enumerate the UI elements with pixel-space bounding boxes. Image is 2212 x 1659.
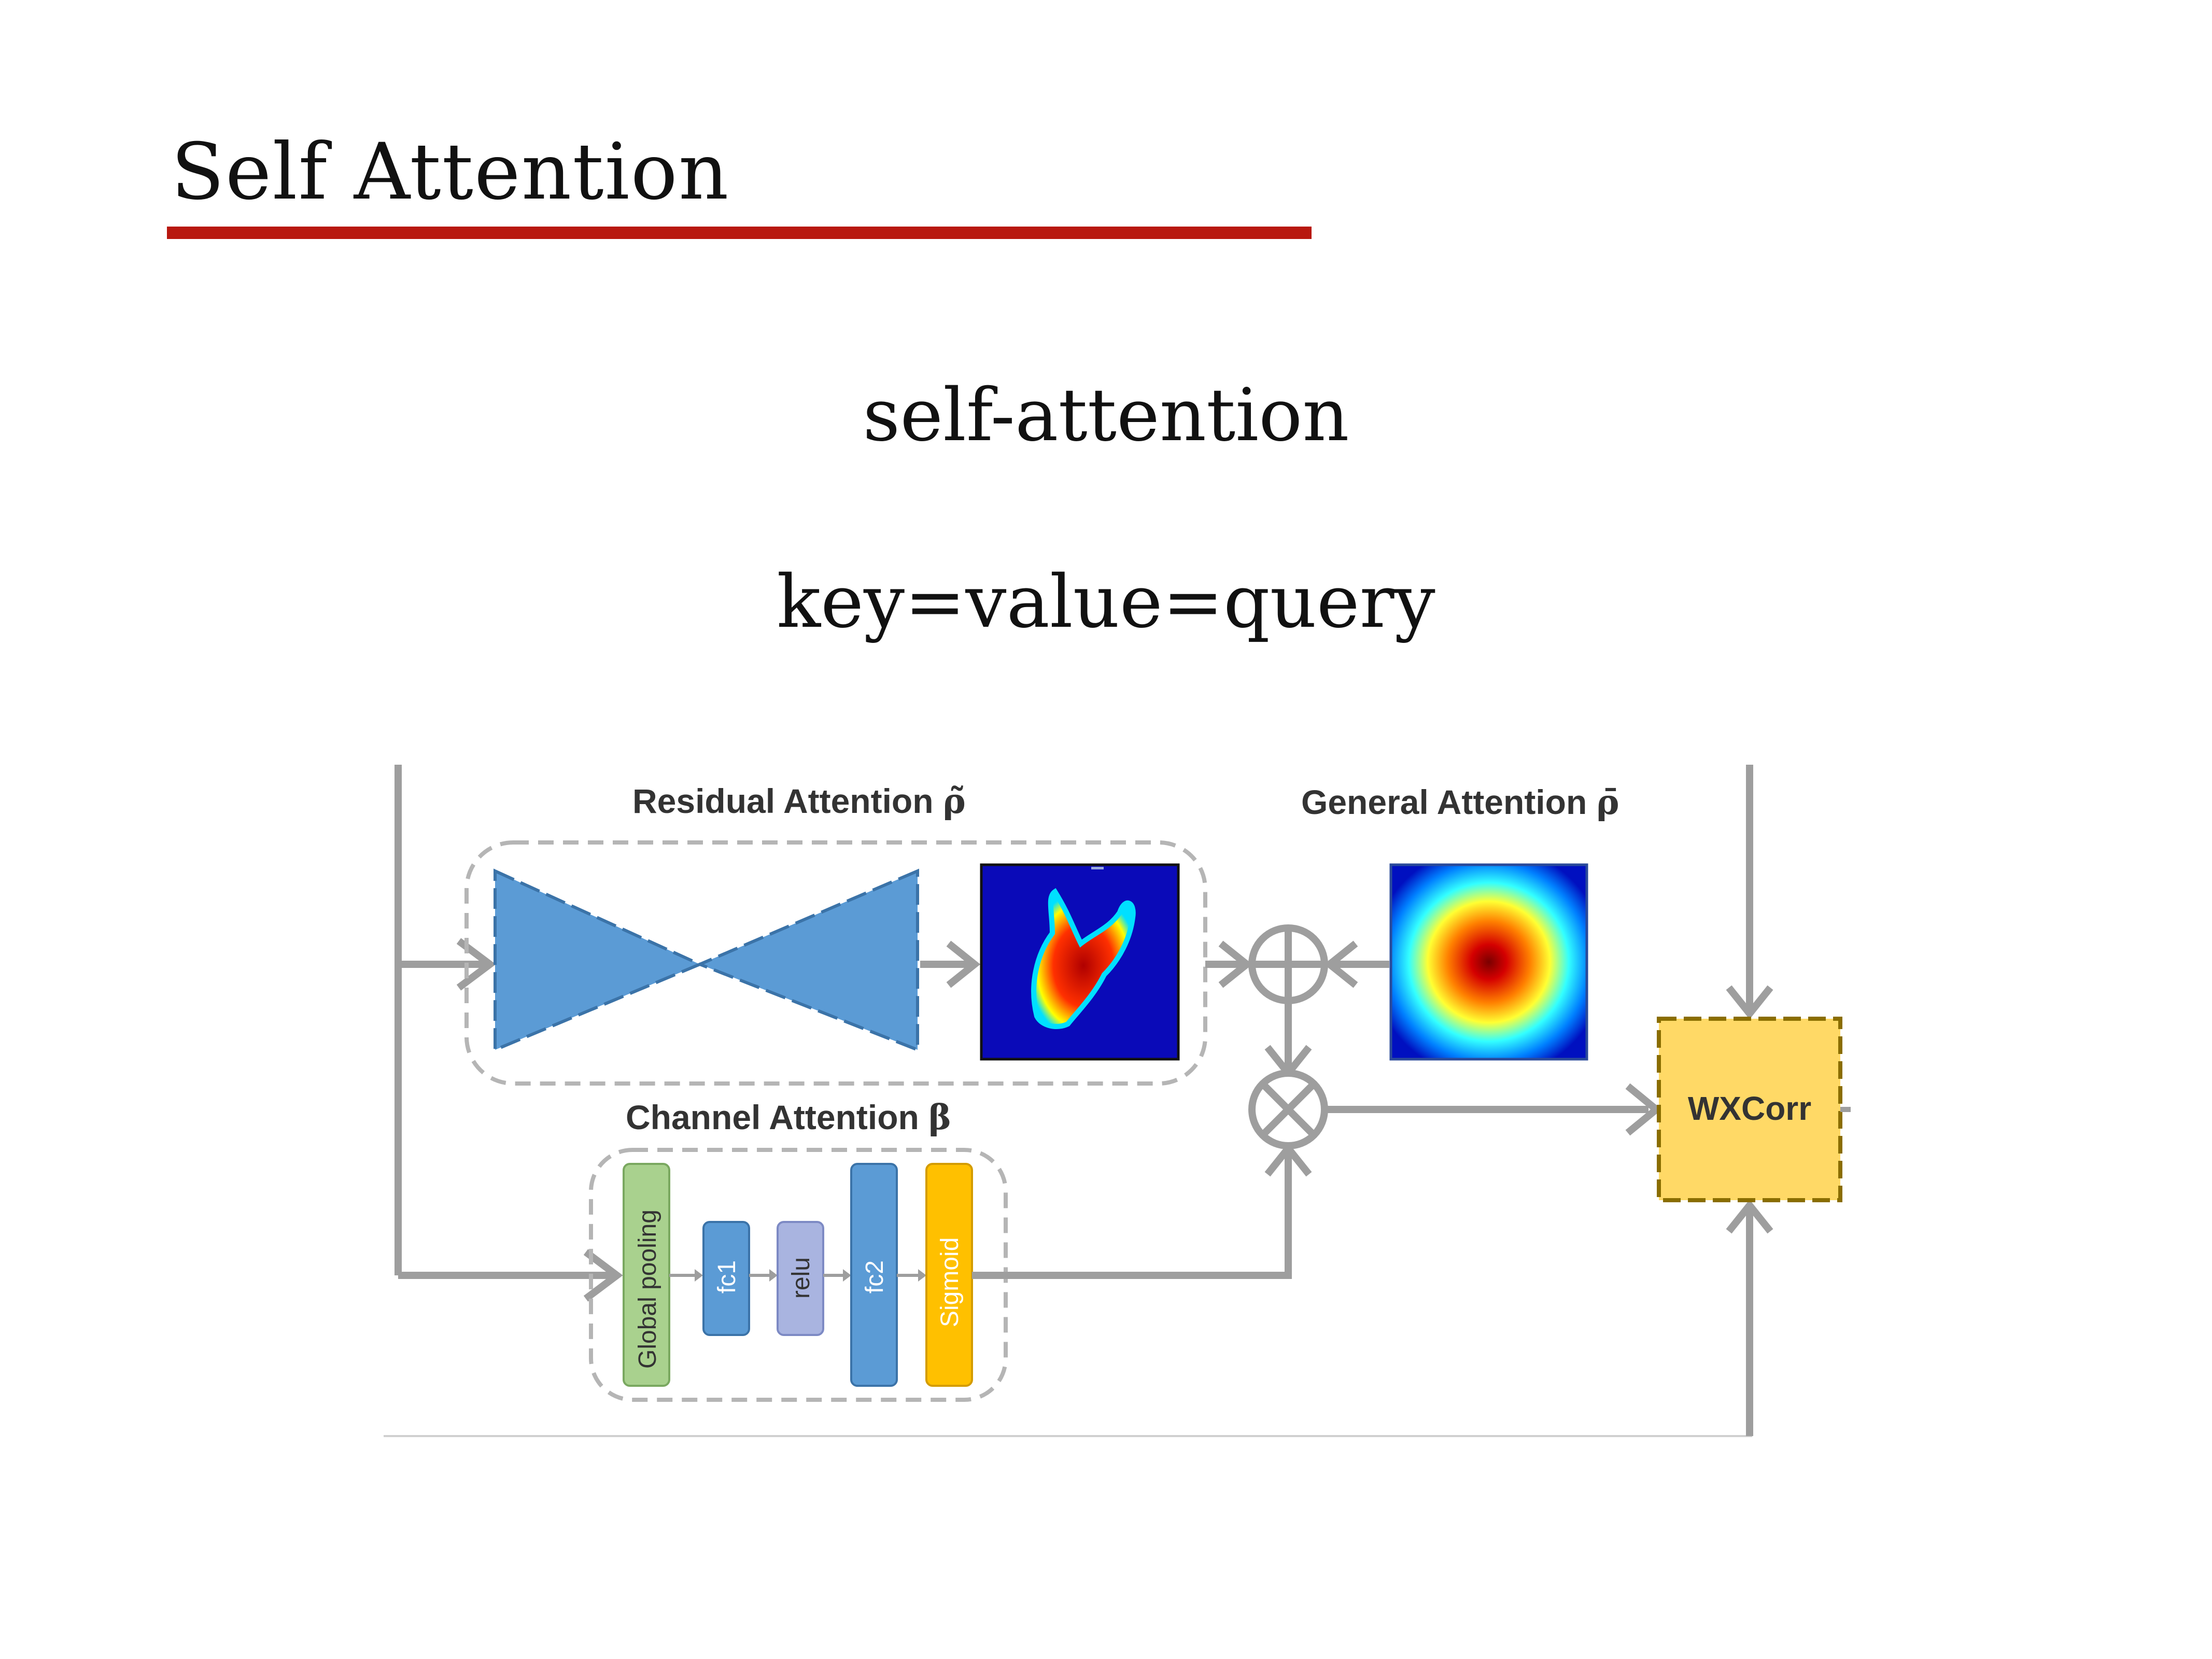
wxcorr-arrowhead-top	[1726, 985, 1773, 1020]
slide-title: Self Attention	[171, 127, 730, 217]
pool-to-fc1-head	[695, 1269, 703, 1282]
wxcorr-arrowhead-bottom	[1726, 1199, 1773, 1234]
plus-arrowhead-right	[1323, 940, 1358, 988]
relu-to-fc2-head	[843, 1269, 851, 1282]
title-underline	[167, 227, 1312, 239]
residual-map-blob	[1031, 888, 1136, 1029]
sigmoid-text: Sigmoid	[936, 1238, 964, 1327]
encoder-triangle	[494, 868, 704, 1052]
residual-attention-group	[464, 840, 1207, 1086]
plus-arrowhead-left	[1218, 940, 1253, 988]
decoder-triangle	[696, 868, 919, 1052]
formula-text: key=value=query	[777, 560, 1435, 644]
relu-text: relu	[787, 1257, 815, 1299]
general-attention-map	[1389, 863, 1588, 1061]
residual-arrowhead	[456, 938, 496, 991]
fc1-text: fc1	[713, 1260, 741, 1294]
fc2-text: fc2	[861, 1260, 889, 1294]
times-arrowhead-bottom	[1264, 1142, 1312, 1177]
channel-arrowhead	[583, 1249, 623, 1302]
wxcorr-arrowhead-left	[1625, 1083, 1662, 1136]
fc1-block	[702, 1221, 750, 1336]
channel-to-times-line	[972, 1148, 1292, 1279]
multiply-node-d2	[1260, 1081, 1316, 1137]
map-arrowhead	[946, 940, 981, 988]
residual-attention-label: Residual Attention ρ̃	[632, 781, 966, 821]
relu-block	[777, 1221, 824, 1336]
fc1-to-relu-head	[769, 1269, 778, 1282]
channel-attention-label: Channel Attention β	[626, 1097, 951, 1137]
wxcorr-block	[1657, 1017, 1842, 1202]
subtitle-text: self-attention	[863, 373, 1349, 458]
residual-map-speck	[1091, 867, 1104, 869]
wxcorr-text: WXCorr	[1688, 1090, 1811, 1127]
global-pooling-text: Global pooling	[634, 1210, 661, 1369]
general-attention-label: General Attention ρ̄	[1301, 782, 1619, 822]
fc2-to-sigmoid-head	[918, 1269, 926, 1282]
